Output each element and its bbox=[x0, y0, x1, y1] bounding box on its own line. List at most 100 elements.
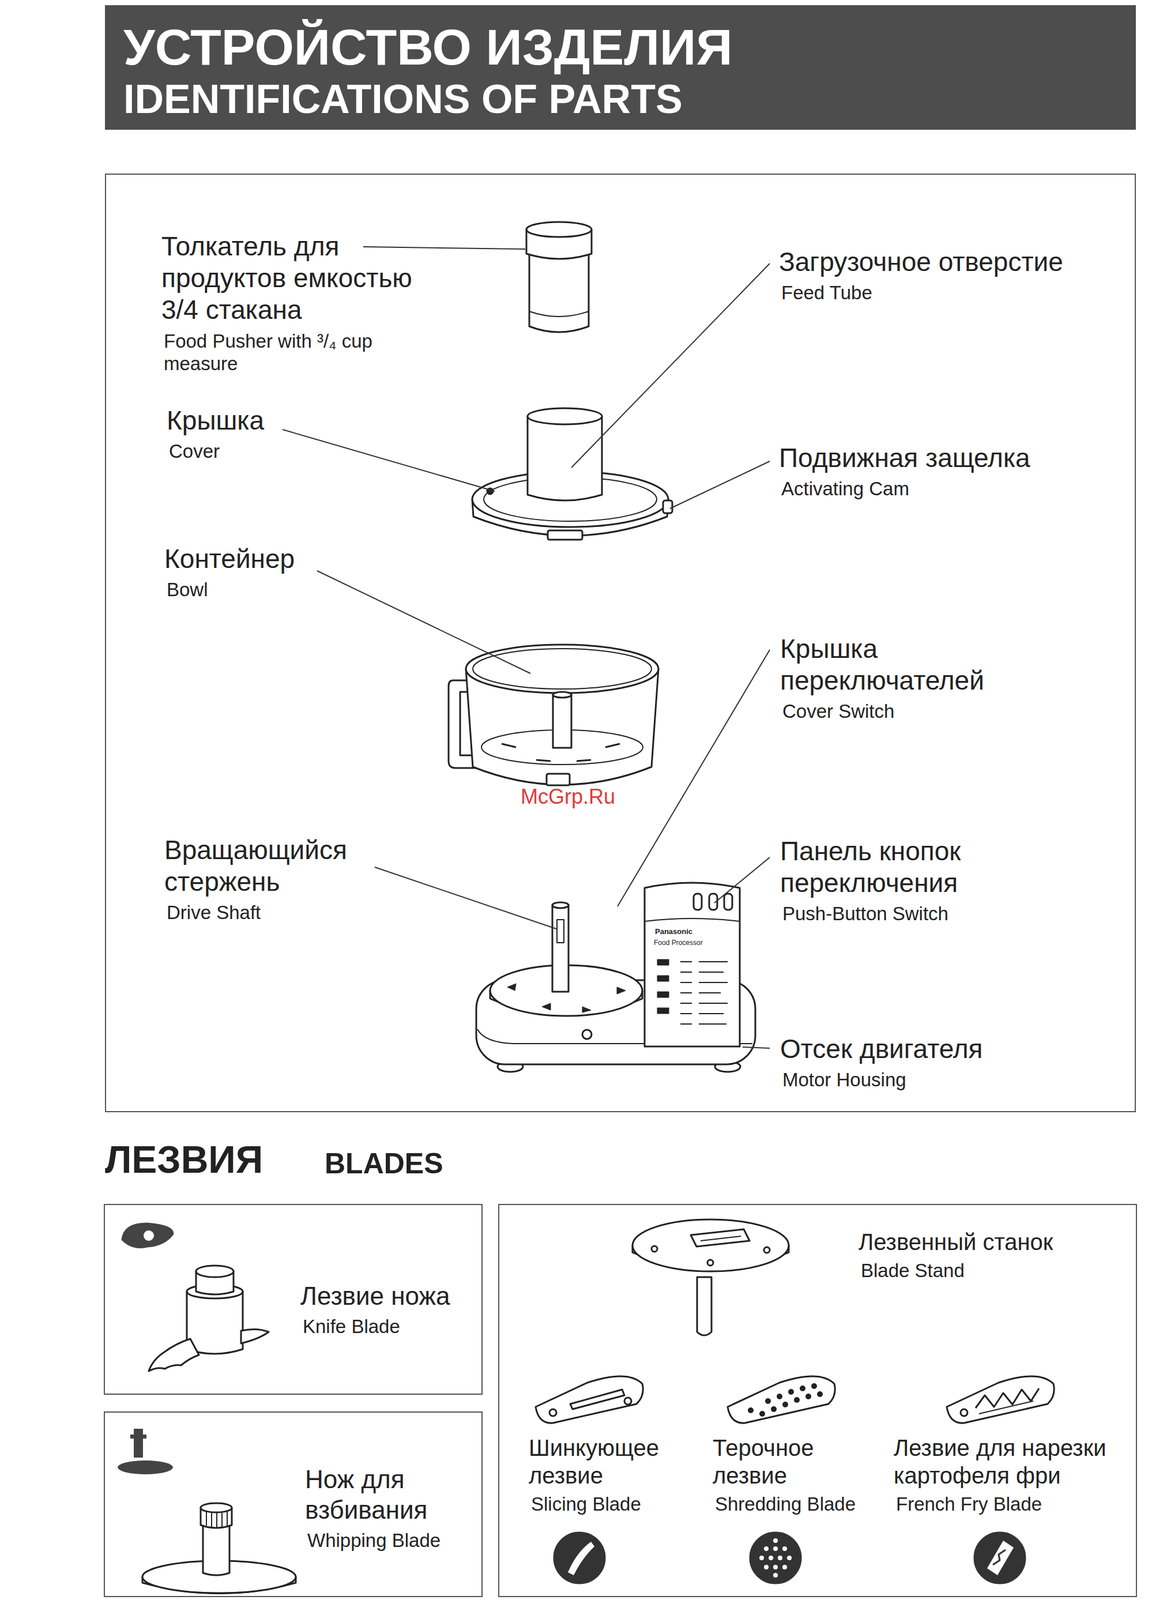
leader-line bbox=[617, 649, 770, 907]
part-label: Подвижная защелка bbox=[778, 442, 1031, 474]
bowl bbox=[552, 694, 572, 748]
blade-stand bbox=[763, 1247, 770, 1253]
part-label: Вращающийся стержень bbox=[164, 834, 395, 898]
whipping-icon bbox=[117, 1460, 173, 1475]
shredding-icon bbox=[773, 1564, 778, 1570]
label-group: Толкатель для продуктов емкостью 3/4 ста… bbox=[161, 230, 450, 376]
motor-unit bbox=[582, 1029, 592, 1039]
french-fry-icon bbox=[992, 1549, 1006, 1565]
shredding-icon bbox=[773, 1546, 778, 1551]
part-label: Лезвенный станок bbox=[858, 1228, 1053, 1256]
french-fry-blade bbox=[979, 1401, 1034, 1414]
shredding-icon bbox=[763, 1564, 769, 1570]
shredding-icon bbox=[750, 1532, 801, 1584]
whipping-blade bbox=[200, 1503, 232, 1513]
label-group: Вращающийся стерженьDrive Shaft bbox=[164, 834, 395, 925]
bowl bbox=[448, 644, 659, 786]
part-label: IDENTIFICATIONS OF PARTS bbox=[123, 78, 683, 122]
model-mark: Food Processor bbox=[653, 938, 703, 947]
whipping-blade bbox=[202, 1522, 230, 1576]
part-label-en: Slicing Blade bbox=[531, 1492, 702, 1516]
part-label: УСТРОЙСТВО ИЗДЕЛИЯ bbox=[123, 20, 733, 74]
label-group: Крышка переключателейCover Switch bbox=[780, 633, 1023, 724]
part-label-en: Shredding Blade bbox=[714, 1492, 880, 1516]
whipping-icon bbox=[117, 1428, 173, 1475]
blades-drawing bbox=[117, 1219, 1054, 1594]
shredding-blade bbox=[727, 1376, 835, 1423]
label-group: Отсек двигателяMotor Housing bbox=[780, 1033, 984, 1092]
french-fry-blade bbox=[946, 1376, 1054, 1423]
shredding-icon bbox=[768, 1555, 774, 1561]
label-group: Нож для взбиванияWhipping Blade bbox=[305, 1464, 473, 1552]
part-label-en: Push-Button Switch bbox=[782, 902, 1023, 926]
bowl bbox=[472, 648, 652, 690]
slicing-icon bbox=[567, 1541, 595, 1576]
leader-line bbox=[363, 246, 526, 250]
leader-line bbox=[714, 857, 770, 903]
cover bbox=[547, 530, 583, 540]
part-label: Контейнер bbox=[164, 543, 295, 575]
part-label-en: Motor Housing bbox=[782, 1068, 984, 1092]
blade-stand bbox=[707, 1259, 714, 1266]
shredding-icon bbox=[759, 1538, 792, 1578]
label-group: КонтейнерBowl bbox=[164, 543, 295, 602]
knife-blade bbox=[186, 1291, 243, 1354]
motor-unit bbox=[552, 905, 569, 992]
shredding-blade bbox=[770, 1406, 777, 1413]
whipping-blade bbox=[206, 1511, 228, 1528]
part-label-en: Knife Blade bbox=[302, 1315, 450, 1339]
label-group: Панель кнопок переключенияPush-Button Sw… bbox=[780, 835, 1023, 926]
french-fry-icon bbox=[987, 1540, 1014, 1576]
cover bbox=[472, 408, 673, 540]
watermark: McGrp.Ru bbox=[520, 784, 616, 809]
french-fry-icon bbox=[974, 1532, 1026, 1584]
shredding-blade bbox=[817, 1391, 823, 1398]
leader-line bbox=[317, 570, 531, 674]
blade-stand bbox=[690, 1229, 750, 1247]
part-label-en: Cover Switch bbox=[782, 699, 1023, 724]
label-group: Лезвие для нарезки картофеля фриFrench F… bbox=[893, 1433, 1131, 1516]
shredding-icon bbox=[782, 1546, 788, 1551]
brand-mark: Panasonic bbox=[654, 927, 693, 937]
label-group: IDENTIFICATIONS OF PARTS bbox=[123, 78, 683, 122]
shredding-icon bbox=[777, 1555, 783, 1561]
whipping-icon bbox=[133, 1428, 143, 1458]
french-fry-blade bbox=[946, 1376, 1054, 1423]
label-group: Лезвие ножаKnife Blade bbox=[300, 1281, 450, 1338]
part-label-en: Whipping Blade bbox=[307, 1529, 473, 1553]
shredding-blade bbox=[811, 1383, 818, 1389]
label-group: Подвижная защелкаActivating Cam bbox=[778, 442, 1031, 501]
part-label: Отсек двигателя bbox=[780, 1033, 984, 1065]
slicing-blade bbox=[570, 1389, 625, 1410]
motor-unit bbox=[693, 893, 702, 910]
knife-blade bbox=[148, 1338, 199, 1372]
knife-blade bbox=[148, 1265, 269, 1372]
label-group: УСТРОЙСТВО ИЗДЕЛИЯ bbox=[123, 20, 733, 74]
slicing-blade bbox=[624, 1397, 632, 1405]
part-label: Лезвие для нарезки картофеля фри bbox=[893, 1433, 1131, 1490]
shredding-icon bbox=[773, 1538, 778, 1543]
slicing-blade bbox=[535, 1376, 643, 1423]
part-label: Нож для взбивания bbox=[305, 1464, 473, 1526]
knife-icon bbox=[143, 1230, 154, 1241]
whipping-blade-box: Нож для взбиванияWhipping Blade bbox=[103, 1411, 483, 1598]
part-label-en: Activating Cam bbox=[781, 477, 1031, 501]
motor-unit bbox=[644, 918, 740, 922]
bowl bbox=[465, 644, 659, 694]
french-fry-blade bbox=[960, 1409, 968, 1417]
blade-stand bbox=[697, 1277, 712, 1336]
bowl bbox=[552, 691, 572, 698]
shredding-icon bbox=[759, 1555, 764, 1561]
knife-icon bbox=[122, 1223, 173, 1248]
slicing-icon bbox=[554, 1532, 605, 1584]
shredding-blade bbox=[747, 1383, 823, 1417]
blade-stand bbox=[651, 1245, 658, 1252]
leader-line bbox=[374, 867, 557, 929]
label-group: Шинкующее лезвиеSlicing Blade bbox=[528, 1433, 702, 1516]
whipping-blade bbox=[142, 1503, 296, 1594]
motor-unit bbox=[657, 959, 669, 1014]
parts-panel: Толкатель для продуктов емкостью 3/4 ста… bbox=[104, 173, 1136, 1113]
shredding-blade bbox=[747, 1407, 754, 1414]
leader-line bbox=[669, 461, 770, 509]
